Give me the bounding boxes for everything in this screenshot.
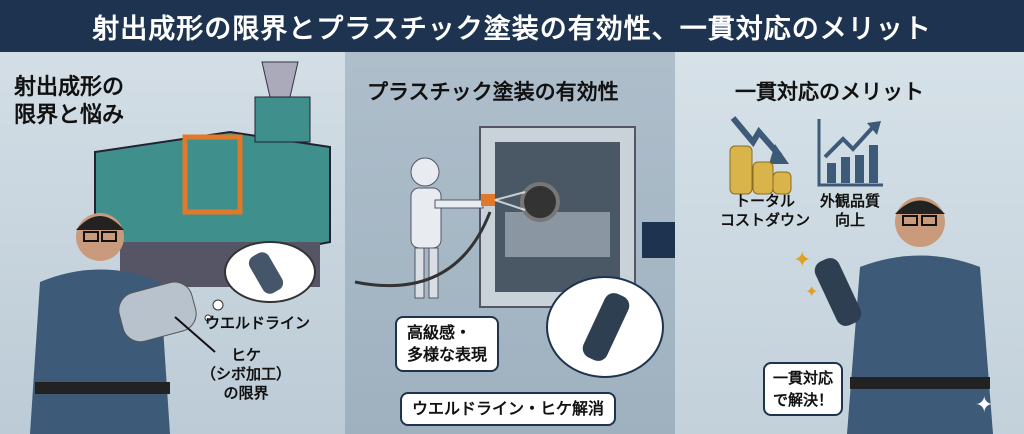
paint-booth-robot-illustration (354, 126, 664, 378)
panel-integrated-benefits: 一貫対応のメリット トータル コストダウン 外観品質 向上 ✦ ✦ ✦ 一貫対応 (675, 52, 1024, 434)
heading-line: 限界と悩み (14, 103, 125, 128)
label-total-cost-down: トータル コストダウン (710, 192, 820, 230)
badge-line: で解決！ (773, 391, 834, 409)
panel3-heading: 一貫対応のメリット (735, 80, 924, 104)
panel2-heading: プラスチック塗装の有効性 (367, 80, 619, 104)
panel1-heading: 射出成形の 限界と悩み (14, 74, 124, 130)
label-line: の限界 (223, 384, 269, 402)
growth-chart-icon (817, 119, 883, 187)
injection-molding-machine-illustration (94, 61, 331, 322)
worker-illustration (30, 213, 216, 434)
badge-line: 一貫対応 (773, 369, 834, 387)
label-line: コストダウン (719, 211, 810, 229)
svg-text:✦: ✦ (793, 248, 811, 273)
svg-text:✦: ✦ (805, 282, 818, 301)
callout-premium-expression: 高級感・ 多様な表現 (395, 316, 500, 372)
callout-line: 多様な表現 (407, 345, 488, 364)
page-title: 射出成形の限界とプラスチック塗装の有効性、一貫対応のメリット (0, 0, 1024, 52)
label-line: 外観品質 (819, 192, 880, 210)
label-weld-line: ウエルドライン (205, 314, 311, 332)
panel-injection-limits: 射出成形の 限界と悩み ウエルドライン ヒケ （シボ加工） の限界 (0, 52, 345, 434)
badge-integrated-solution: 一貫対応 で解決！ (763, 362, 844, 416)
label-line: 向上 (834, 211, 865, 229)
coins-down-arrow-icon (729, 116, 792, 195)
panel-plastic-painting: プラスチック塗装の有効性 高級感・ 多様な表現 ウエルドライン・ヒケ解消 (345, 52, 675, 434)
label-appearance-quality: 外観品質 向上 (810, 192, 890, 230)
label-line: トータル (734, 192, 795, 210)
label-line: （シボ加工） (200, 365, 291, 383)
svg-text:✦: ✦ (975, 393, 993, 418)
label-line: ヒケ (230, 346, 261, 364)
heading-line: 射出成形の (14, 75, 125, 100)
callout-defect-resolution: ウエルドライン・ヒケ解消 (400, 392, 617, 426)
callout-line: 高級感・ (407, 323, 472, 342)
happy-worker-illustration: ✦ ✦ ✦ (793, 197, 993, 434)
label-sink-mark: ヒケ （シボ加工） の限界 (196, 346, 296, 403)
